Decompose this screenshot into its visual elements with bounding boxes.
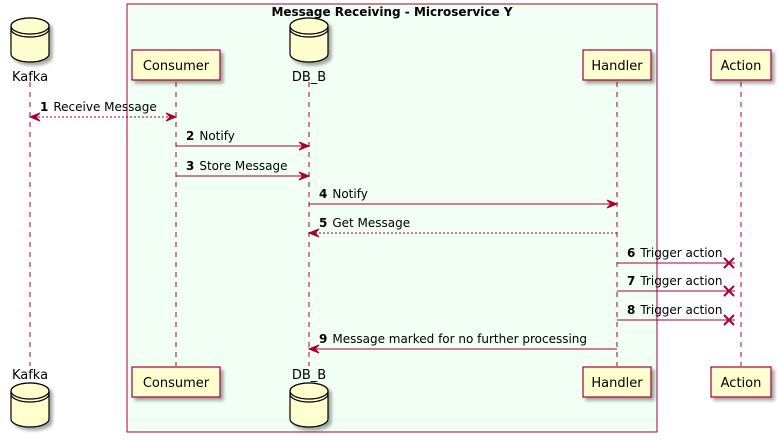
participant-label-action-top: Action xyxy=(721,59,762,74)
message-label-5: 5 Get Message xyxy=(319,216,410,230)
participant-box-consumer-top xyxy=(131,49,221,81)
kafka-database-icon-bottom xyxy=(10,382,50,428)
message-4: 4 Notify xyxy=(309,187,619,209)
message-label-9: 9 Message marked for no further processin… xyxy=(319,332,587,346)
message-text-1: Receive Message xyxy=(53,100,156,114)
message-text-6: Trigger action xyxy=(639,246,722,260)
db_b-database-icon-bottom xyxy=(289,382,329,428)
message-text-4: Notify xyxy=(332,187,367,201)
message-number-3: 3 xyxy=(186,159,194,173)
message-number-6: 6 xyxy=(627,246,635,260)
participant-box-action-top xyxy=(710,49,772,81)
participant-label-db_b-bottom: DB_B xyxy=(292,368,326,383)
message-text-2: Notify xyxy=(199,129,234,143)
message-6: 6 Trigger action xyxy=(617,246,735,269)
message-8: 8 Trigger action xyxy=(617,303,735,326)
message-5: 5 Get Message xyxy=(307,216,617,238)
message-3: 3 Store Message xyxy=(176,159,311,181)
message-label-1: 1 Receive Message xyxy=(40,100,157,114)
message-number-8: 8 xyxy=(627,303,635,317)
message-number-9: 9 xyxy=(319,332,327,346)
message-text-7: Trigger action xyxy=(639,274,722,288)
message-label-4: 4 Notify xyxy=(319,187,368,201)
participant-label-handler-top: Handler xyxy=(591,59,643,74)
participant-label-kafka-top: Kafka xyxy=(12,70,48,85)
message-number-5: 5 xyxy=(319,216,327,230)
participant-label-db_b-top: DB_B xyxy=(292,70,326,85)
participant-box-handler-top xyxy=(582,49,652,81)
message-label-7: 7 Trigger action xyxy=(627,274,723,288)
kafka-database-icon-top xyxy=(10,17,50,63)
group-title: Message Receiving - Microservice Y xyxy=(271,5,512,19)
db_b-database-icon-top xyxy=(289,17,329,63)
message-text-9: Message marked for no further processing xyxy=(332,332,587,346)
participant-label-consumer-bottom: Consumer xyxy=(143,376,210,391)
participant-label-handler-bottom: Handler xyxy=(591,376,643,391)
message-2: 2 Notify xyxy=(176,129,311,151)
message-number-4: 4 xyxy=(319,187,327,201)
message-text-3: Store Message xyxy=(199,159,287,173)
message-1: 1 Receive Message xyxy=(28,100,178,122)
message-text-8: Trigger action xyxy=(639,303,722,317)
participant-label-consumer-top: Consumer xyxy=(143,59,210,74)
message-number-7: 7 xyxy=(627,274,635,288)
lifelines xyxy=(29,82,742,366)
message-number-1: 1 xyxy=(40,100,48,114)
participant-label-action-bottom: Action xyxy=(721,376,762,391)
participant-label-kafka-bottom: Kafka xyxy=(12,368,48,383)
participant-box-handler-bottom xyxy=(582,366,652,398)
message-text-5: Get Message xyxy=(332,216,410,230)
message-label-3: 3 Store Message xyxy=(186,159,287,173)
message-label-2: 2 Notify xyxy=(186,129,235,143)
participants: KafkaKafkaConsumerConsumerDB_BDB_BHandle… xyxy=(10,17,772,428)
message-label-8: 8 Trigger action xyxy=(627,303,723,317)
message-9: 9 Message marked for no further processin… xyxy=(307,332,617,354)
message-label-6: 6 Trigger action xyxy=(627,246,723,260)
participant-box-consumer-bottom xyxy=(131,366,221,398)
participant-box-action-bottom xyxy=(710,366,772,398)
message-7: 7 Trigger action xyxy=(617,274,735,297)
message-number-2: 2 xyxy=(186,129,194,143)
